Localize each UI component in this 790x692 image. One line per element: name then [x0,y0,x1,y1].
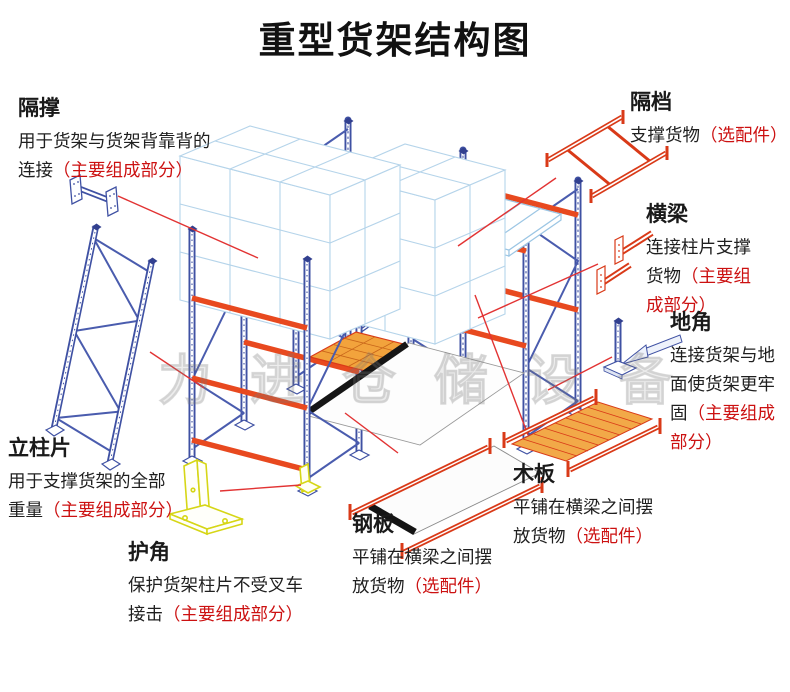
part-title-dijiao: 地角 [670,311,712,334]
lizhupian-part-icon [44,223,158,471]
part-title-hujiao: 护角 [128,541,170,564]
desc-text: 平铺在横梁之间摆 [513,497,653,517]
page-title: 重型货架结构图 [258,20,532,61]
row1-posts [187,225,313,488]
watermark-text: 力进仓储设备 [158,351,710,412]
callout-line-hengliang [477,263,599,319]
steel-plate-in-rack [303,341,526,446]
gecheng-part-icon [69,173,119,218]
hengliang-part-icon [596,230,654,295]
muban-part-icon [502,389,662,477]
label-gecheng: 隔撑 用于货架与货架背靠背的 连接（主要组成部分） [18,92,211,185]
desc-text: 支撑货物 [630,125,700,145]
label-hujiao: 护角 保护货架柱片不受叉车 接击（主要组成部分） [128,536,303,629]
desc-text: 连接货架与地 [670,345,775,365]
part-title-gedang: 隔档 [630,91,672,114]
hujiao-part-icon [167,458,245,536]
part-title-muban: 木板 [513,463,555,486]
part-title-hengliang: 横梁 [646,203,688,226]
callout-lines [117,177,613,492]
desc-red-text: （选配件） [700,125,788,145]
desc-text: 用于货架与货架背靠背的 [18,131,211,151]
callout-line-lizhupian [149,351,205,389]
callout-line-gangban [344,412,399,454]
desc-text: 平铺在横梁之间摆 [352,547,492,567]
desc-red-text: （主要组成部分） [43,500,183,520]
part-title-gecheng: 隔撑 [18,97,60,120]
label-lizhupian: 立柱片 用于支撑货架的全部 重量（主要组成部分） [8,432,183,525]
dijiao-part-icon [602,317,683,380]
label-gangban: 钢板 平铺在横梁之间摆 放货物（选配件） [352,508,492,601]
carton-boxes [178,125,507,345]
part-title-lizhupian: 立柱片 [8,437,71,460]
desc-text: 连接 [18,160,53,180]
desc-text: 连接柱片支撑 [646,237,751,257]
desc-text: 用于支撑货架的全部 [8,471,166,491]
desc-text: 放货物 [513,526,566,546]
desc-red-text: （主要组 [681,266,751,286]
desc-text: 接击 [128,604,163,624]
desc-red-text: （主要组成部分） [163,604,303,624]
label-muban: 木板 平铺在横梁之间摆 放货物（选配件） [513,458,653,551]
desc-text: 放货物 [352,576,405,596]
gedang-part-icon [545,110,669,203]
desc-text: 货物 [646,266,681,286]
label-gedang: 隔档 支撑货物（选配件） [630,86,788,150]
corner-guard-on-rack [294,462,322,494]
desc-text: 重量 [8,500,43,520]
callout-line-gedang [457,177,557,247]
desc-red-text: （选配件） [404,576,493,596]
label-hengliang: 横梁 连接柱片支撑 货物（主要组 成部分） [646,198,751,320]
callout-line-dijiao [547,356,613,391]
part-title-gangban: 钢板 [352,513,394,536]
desc-red-text: （选配件） [565,526,654,546]
desc-text: 面使货架更牢 [670,374,775,394]
desc-red-text: （主要组成 [687,403,776,423]
row1-beams [191,295,308,473]
desc-text: 保护货架柱片不受叉车 [128,575,303,595]
desc-red-text: 部分） [670,432,723,452]
callout-line-muban [474,294,529,436]
label-dijiao: 地角 连接货架与地 面使货架更牢 固（主要组成 部分） [670,306,775,457]
desc-text: 固 [670,403,688,423]
gangban-part-icon [348,438,544,559]
callout-line-hujiao [219,484,302,492]
callout-line-gecheng [117,195,259,259]
desc-red-text: （主要组成部分） [53,160,193,180]
desc-red-text: 成部分） [646,295,716,315]
